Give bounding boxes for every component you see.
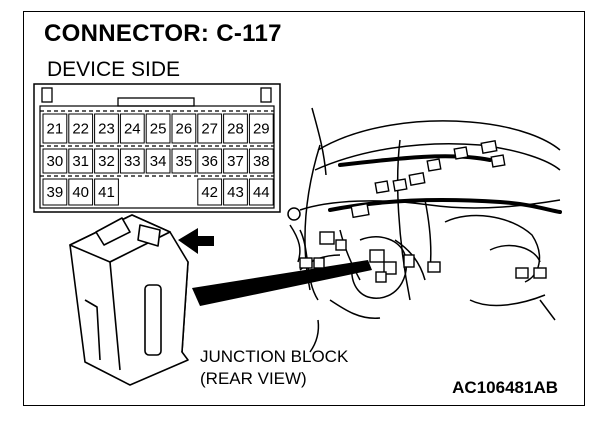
connector-title: CONNECTOR: C-117 bbox=[44, 20, 282, 47]
pin-label: 42 bbox=[201, 184, 218, 201]
pin-label: 36 bbox=[201, 153, 218, 170]
connector-latch-left bbox=[41, 87, 53, 103]
pin-cell bbox=[94, 148, 119, 174]
pin-label: 31 bbox=[72, 153, 89, 170]
pin-cell bbox=[248, 148, 274, 174]
pin-label: 28 bbox=[227, 121, 244, 138]
pin-cell bbox=[171, 148, 197, 174]
connector-inner-frame bbox=[39, 105, 275, 209]
pin-label: 37 bbox=[227, 153, 244, 170]
pin-cell bbox=[223, 113, 248, 144]
pin-label: 30 bbox=[47, 153, 64, 170]
figure-code: AC106481AB bbox=[452, 378, 558, 397]
pin-cell bbox=[119, 148, 145, 174]
pin-label: 41 bbox=[98, 184, 115, 201]
connector-side-label: DEVICE SIDE bbox=[47, 58, 181, 81]
pin-cell bbox=[171, 113, 197, 144]
pin-label: 26 bbox=[176, 121, 193, 138]
connector-face: 21 22 23 24 25 26 27 28 29 30 31 32 33 34 35 36 37 38 39 40… bbox=[33, 83, 281, 213]
pin-label: 38 bbox=[253, 153, 270, 170]
pin-label: 24 bbox=[124, 121, 141, 138]
pin-cell bbox=[68, 178, 94, 206]
pin-cell bbox=[197, 148, 223, 174]
pin-label: 44 bbox=[253, 184, 270, 201]
pin-cell bbox=[248, 113, 274, 144]
pin-cell bbox=[42, 148, 68, 174]
pin-grid: 21 22 23 24 25 26 27 28 29 30 31 32 33 34 35 36 37 38 39 40… bbox=[42, 113, 274, 206]
pin-cell bbox=[94, 113, 119, 144]
pin-cell bbox=[94, 178, 119, 206]
pin-cell bbox=[42, 113, 68, 144]
pin-cell bbox=[145, 148, 171, 174]
caption-line-2: (REAR VIEW) bbox=[200, 369, 307, 388]
pin-cell bbox=[248, 178, 274, 206]
caption-line-1: JUNCTION BLOCK bbox=[200, 347, 349, 366]
pin-cell bbox=[119, 113, 145, 144]
pin-cell bbox=[197, 113, 223, 144]
connector-key bbox=[117, 97, 195, 107]
pin-label: 35 bbox=[176, 153, 193, 170]
pin-label: 34 bbox=[150, 153, 167, 170]
pin-cell bbox=[223, 148, 248, 174]
pin-cell bbox=[68, 113, 94, 144]
pin-label: 40 bbox=[72, 184, 89, 201]
pin-label: 33 bbox=[124, 153, 141, 170]
pin-label: 39 bbox=[47, 184, 64, 201]
connector-latch-right bbox=[260, 87, 272, 103]
pin-label: 25 bbox=[150, 121, 167, 138]
junction-block-caption: JUNCTION BLOCK (REAR VIEW) bbox=[200, 346, 348, 390]
pin-label: 32 bbox=[98, 153, 115, 170]
pin-label: 23 bbox=[98, 121, 115, 138]
pin-label: 27 bbox=[201, 121, 218, 138]
pin-label: 21 bbox=[47, 121, 64, 138]
pin-label: 43 bbox=[227, 184, 244, 201]
pin-label: 22 bbox=[72, 121, 89, 138]
pin-cell bbox=[42, 178, 68, 206]
pin-cell bbox=[223, 178, 248, 206]
pin-label: 29 bbox=[253, 121, 270, 138]
pin-cell bbox=[68, 148, 94, 174]
pin-cell bbox=[145, 113, 171, 144]
pin-cell bbox=[197, 178, 223, 206]
